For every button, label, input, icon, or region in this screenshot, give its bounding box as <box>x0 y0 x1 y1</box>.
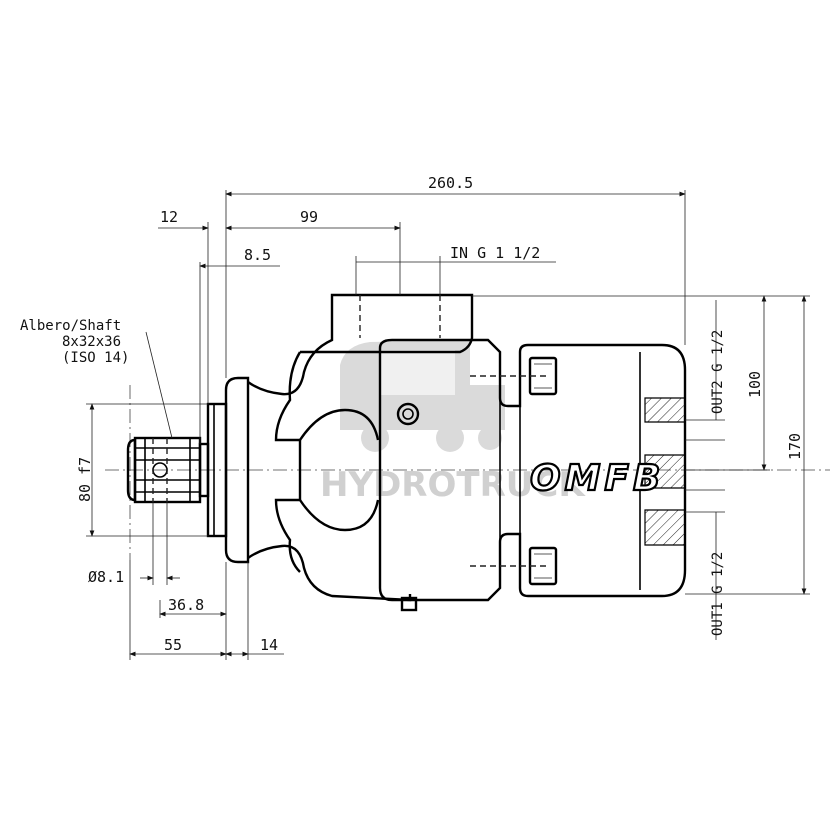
dim-out-spacing: 100 <box>472 295 770 471</box>
dim-shaft-pin: 36.8 <box>159 562 227 660</box>
dim-8-5: 8.5 <box>244 246 271 264</box>
shaft-label-line3: (ISO 14) <box>62 350 129 366</box>
dim-overall-length: 260.5 <box>225 174 686 378</box>
shaft-callout: Albero/Shaft 8x32x36 (ISO 14) <box>20 318 173 439</box>
dim-170: 170 <box>786 433 804 460</box>
dim-55: 55 <box>164 636 182 654</box>
watermark-text: HYDROTRUCK <box>320 465 586 505</box>
dim-flange-port: 12 99 <box>158 208 401 404</box>
port-section <box>644 397 725 546</box>
dim-pin-hole: Ø8.1 <box>88 502 180 586</box>
dim-36-8: 36.8 <box>168 596 204 614</box>
shaft-label-line2: 8x32x36 <box>62 334 121 350</box>
dim-pilot-diameter: 80 f7 <box>76 403 208 537</box>
dim-99: 99 <box>300 208 318 226</box>
dim-overall-height: 170 <box>685 295 810 595</box>
dim-pin-diameter: Ø8.1 <box>88 568 124 586</box>
splined-shaft <box>126 436 210 504</box>
inlet-label: IN G 1 1/2 <box>450 244 540 262</box>
dim-12: 12 <box>160 208 178 226</box>
out2-label: OUT2 G 1/2 <box>710 330 726 414</box>
pump-housing <box>247 293 687 612</box>
shaft-label-line1: Albero/Shaft <box>20 318 121 334</box>
dim-shaft-length: 55 14 <box>129 560 284 660</box>
truck-icon <box>340 340 505 452</box>
dim-100: 100 <box>746 371 764 398</box>
brand-logo: OMFB <box>530 458 664 499</box>
dim-pilot-depth: 8.5 <box>199 246 280 444</box>
bottom-plug <box>400 596 418 612</box>
drain-port <box>396 402 420 426</box>
dim-260-5: 260.5 <box>428 174 473 192</box>
dim-inlet: IN G 1 1/2 <box>355 244 556 295</box>
dim-80-f7: 80 f7 <box>76 457 94 502</box>
watermark: HYDROTRUCK <box>320 340 586 505</box>
dim-14: 14 <box>260 636 278 654</box>
